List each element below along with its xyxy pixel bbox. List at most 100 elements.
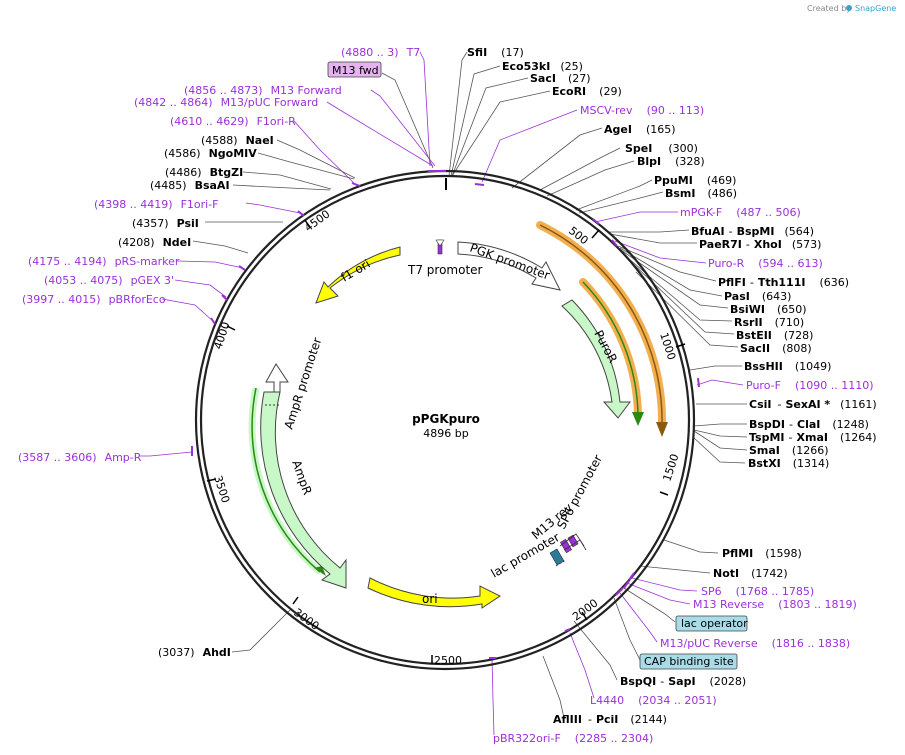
site-smai: SmaI — [749, 444, 780, 457]
feature-puro-orange-outer — [536, 221, 668, 437]
site-bspdi: BspDI — [749, 418, 785, 431]
site-agei: AgeI — [604, 123, 632, 136]
feature-ampr-promoter — [265, 363, 289, 393]
left-site-labels: (4880 .. 3)T7 M13 fwd (4856 .. 4873)M13 … — [18, 46, 420, 659]
svg-text:PaeR7I-XhoI(573): PaeR7I-XhoI(573) — [699, 238, 821, 251]
site-csii: CsiI — [749, 398, 771, 411]
svg-text:TspMI-XmaI(1264): TspMI-XmaI(1264) — [749, 431, 877, 444]
site-ngomiv: NgoMIV — [209, 147, 258, 160]
site-btgzi: BtgZI — [210, 166, 244, 179]
site-bsmi: BsmI — [665, 187, 696, 200]
site-saci: SacI — [530, 72, 556, 85]
svg-text:(3037)AhdI: (3037)AhdI — [158, 646, 231, 659]
svg-text:SmaI(1266): SmaI(1266) — [749, 444, 828, 457]
plasmid-name: pPGKpuro — [412, 412, 480, 426]
svg-text:M13/pUC Reverse(1816 .. 1838): M13/pUC Reverse(1816 .. 1838) — [660, 637, 850, 650]
svg-text:(3997 .. 4015)pBRforEco: (3997 .. 4015) pBRforEco — [22, 293, 166, 306]
right-site-labels: SfiI(17) Eco53kI(25) SacI(27) EcoRI(29) … — [467, 46, 877, 745]
site-bspqi: BspQI — [620, 675, 656, 688]
site-ecori: EcoRI — [552, 85, 586, 98]
site-bfuai: BfuAI — [691, 225, 725, 238]
site-bsaai: BsaAI — [195, 179, 230, 192]
feature-puro-orange-inner — [579, 278, 644, 426]
svg-text:pBR322ori-F(2285 .. 2304): pBR322ori-F(2285 .. 2304) — [493, 732, 653, 745]
svg-text:BsiWI(650): BsiWI(650) — [730, 303, 807, 316]
feature-label-f1-ori: f1 ori — [339, 257, 373, 285]
svg-text:BsmI(486): BsmI(486) — [665, 187, 737, 200]
svg-text:(4880 .. 3)T7: (4880 .. 3)T7 — [341, 46, 420, 59]
svg-text:BssHII(1049): BssHII(1049) — [744, 360, 831, 373]
primer-m13-puc-forward-range: (4842 .. 4864) — [134, 96, 213, 109]
site-bstxi: BstXI — [748, 457, 781, 470]
svg-text:M13 Reverse(1803 .. 1819): M13 Reverse(1803 .. 1819) — [693, 598, 857, 611]
svg-text:NotI(1742): NotI(1742) — [713, 567, 788, 580]
svg-text:MSCV-rev(90 .. 113): MSCV-rev(90 .. 113) — [580, 104, 704, 117]
svg-text:(4588)NaeI: (4588)NaeI — [201, 134, 274, 147]
primer-t7-range: (4880 .. 3) — [341, 46, 399, 59]
lac-operator-box — [675, 615, 748, 632]
site-pflmi: PflMI — [722, 547, 753, 560]
primer-marks — [191, 170, 700, 659]
primer-pgex3-range: (4053 .. 4075) — [44, 274, 123, 287]
cap-binding-site-label: CAP binding site — [644, 655, 734, 668]
svg-text:EcoRI(29): EcoRI(29) — [552, 85, 622, 98]
site-ndei: NdeI — [163, 236, 192, 249]
leader-lines — [140, 51, 748, 736]
lac-operator-label: lac operator — [681, 617, 748, 630]
site-blpi: BlpI — [637, 155, 661, 168]
site-spei: SpeI — [625, 142, 652, 155]
scale-tick-labels: 500 1000 1500 2000 2500 3000 3500 4000 4… — [211, 207, 681, 667]
feature-pgk-promoter — [457, 241, 561, 291]
site-tspmi: TspMI — [749, 431, 785, 444]
snapgene-icon — [846, 5, 852, 11]
m13-fwd-label: M13 fwd — [332, 64, 379, 77]
primer-pbrforeco: pBRforEco — [109, 293, 166, 306]
svg-text:Eco53kI(25): Eco53kI(25) — [502, 60, 583, 73]
primer-sp6: SP6 — [701, 585, 722, 598]
scale-ticks — [206, 219, 686, 664]
site-paer7i: PaeR7I — [699, 238, 742, 251]
primer-f1ori-f-range: (4398 .. 4419) — [94, 198, 173, 211]
site-pasi: PasI — [724, 290, 750, 303]
svg-text:BfuAI-BspMI(564): BfuAI-BspMI(564) — [691, 225, 814, 238]
snapgene-logo: SnapGene — [846, 4, 896, 13]
svg-text:(3587 .. 3606)Amp-R: (3587 .. 3606)Amp-R — [18, 451, 142, 464]
credit-text: Created by — [807, 4, 851, 13]
svg-text:SpeI(300): SpeI(300) — [625, 142, 698, 155]
svg-text:BspDI-ClaI(1248): BspDI-ClaI(1248) — [749, 418, 869, 431]
svg-text:Puro-F(1090 .. 1110): Puro-F(1090 .. 1110) — [746, 379, 874, 392]
feature-puror — [561, 299, 631, 419]
primer-f1ori-r: F1ori-R — [257, 115, 297, 128]
svg-text:L4440(2034 .. 2051): L4440(2034 .. 2051) — [590, 694, 717, 707]
feature-ampr — [260, 391, 347, 589]
primer-m13-puc-reverse: M13/pUC Reverse — [660, 637, 758, 650]
primer-amp-r-range: (3587 .. 3606) — [18, 451, 97, 464]
svg-text:SacI(27): SacI(27) — [530, 72, 591, 85]
primer-f1ori-r-range: (4610 .. 4629) — [170, 115, 249, 128]
svg-text:BspQI-SapI(2028): BspQI-SapI(2028) — [620, 675, 746, 688]
svg-text:PflMI(1598): PflMI(1598) — [722, 547, 802, 560]
primer-puro-r: Puro-R — [708, 257, 745, 270]
site-sfii: SfiI — [467, 46, 487, 59]
svg-text:Puro-R(594 .. 613): Puro-R(594 .. 613) — [708, 257, 823, 270]
site-bsiwi: BsiWI — [730, 303, 765, 316]
primer-pbrforeco-range: (3997 .. 4015) — [22, 293, 101, 306]
svg-text:BlpI(328): BlpI(328) — [637, 155, 705, 168]
svg-text:SfiI(17): SfiI(17) — [467, 46, 524, 59]
svg-text:(4610 .. 4629)F1ori-R: (4610 .. 4629) F1ori-R — [170, 115, 296, 128]
primer-mpgk-f: mPGK-F — [680, 206, 722, 219]
svg-text:(4856 .. 4873)M13 Forward: (4856 .. 4873)M13 Forward — [184, 84, 342, 97]
feature-f1-ori — [315, 246, 401, 304]
primer-f1ori-f: F1ori-F — [181, 198, 219, 211]
svg-text:BstXI(1314): BstXI(1314) — [748, 457, 829, 470]
feature-label-sp6-promoter: SP6 promoter — [554, 452, 605, 531]
site-bsshii: BssHII — [744, 360, 783, 373]
site-ahdi: AhdI — [203, 646, 231, 659]
svg-text:SP6(1768 .. 1785): SP6(1768 .. 1785) — [701, 585, 814, 598]
primer-m13-forward-range: (4856 .. 4873) — [184, 84, 263, 97]
m13-fwd-box — [327, 61, 382, 78]
site-bsteii: BstEII — [736, 329, 772, 342]
primer-m13-puc-forward: M13/pUC Forward — [221, 96, 319, 109]
svg-text:mPGK-F(487 .. 506): mPGK-F(487 .. 506) — [680, 206, 801, 219]
